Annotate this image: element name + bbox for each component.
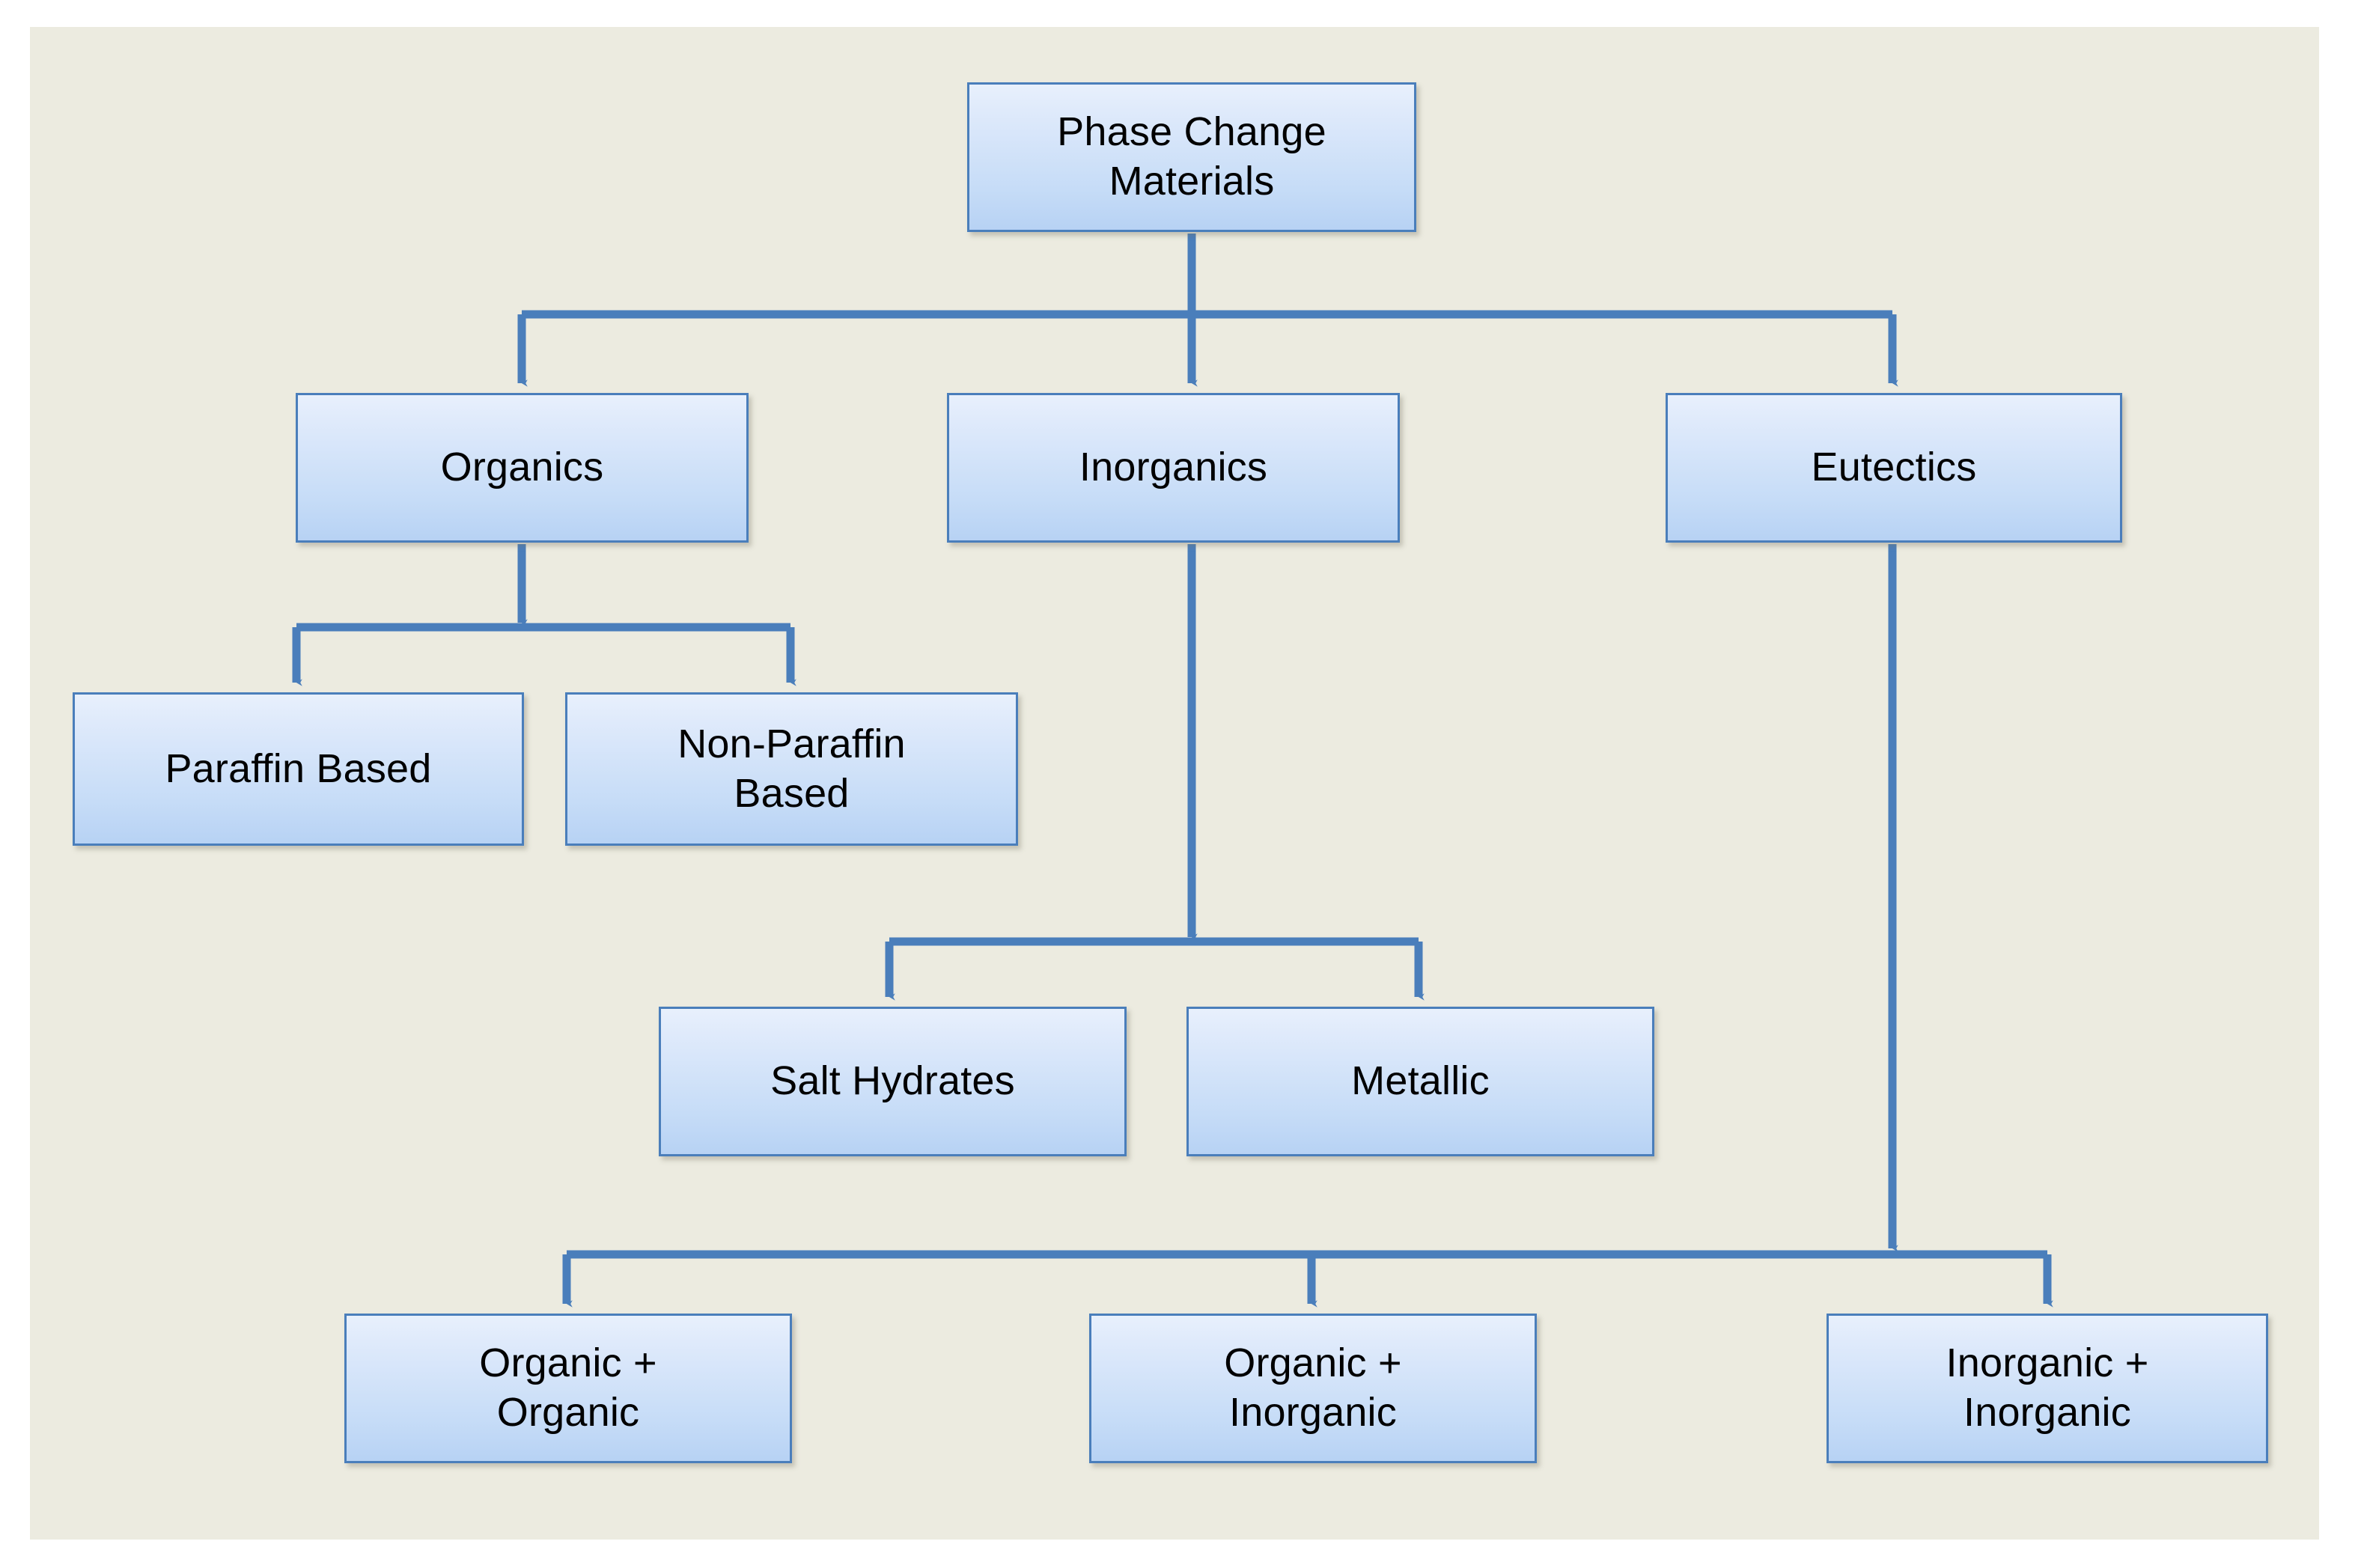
node-eutectics[interactable]: Eutectics — [1666, 393, 2122, 543]
node-label: Inorganics — [1079, 445, 1268, 490]
node-paraffin-based[interactable]: Paraffin Based — [73, 692, 524, 846]
node-label: Metallic — [1351, 1058, 1490, 1104]
node-inorganics[interactable]: Inorganics — [947, 393, 1400, 543]
node-organic-plus-inorganic[interactable]: Organic + Inorganic — [1089, 1314, 1537, 1463]
node-label: Organic + Organic — [479, 1340, 657, 1435]
node-metallic[interactable]: Metallic — [1186, 1007, 1654, 1156]
node-inorganic-plus-inorganic[interactable]: Inorganic + Inorganic — [1827, 1314, 2268, 1463]
node-salt-hydrates[interactable]: Salt Hydrates — [659, 1007, 1127, 1156]
node-label: Non-Paraffin Based — [677, 721, 906, 816]
node-label: Eutectics — [1811, 445, 1977, 490]
node-label: Inorganic + Inorganic — [1946, 1340, 2149, 1435]
node-label: Phase Change Materials — [1057, 109, 1326, 204]
node-label: Paraffin Based — [165, 745, 432, 791]
node-organic-plus-organic[interactable]: Organic + Organic — [344, 1314, 792, 1463]
node-organics[interactable]: Organics — [296, 393, 749, 543]
node-label: Organic + Inorganic — [1224, 1340, 1402, 1435]
node-phase-change-materials[interactable]: Phase Change Materials — [967, 82, 1416, 232]
node-label: Salt Hydrates — [770, 1058, 1015, 1104]
node-non-paraffin-based[interactable]: Non-Paraffin Based — [565, 692, 1018, 846]
node-label: Organics — [440, 445, 604, 490]
